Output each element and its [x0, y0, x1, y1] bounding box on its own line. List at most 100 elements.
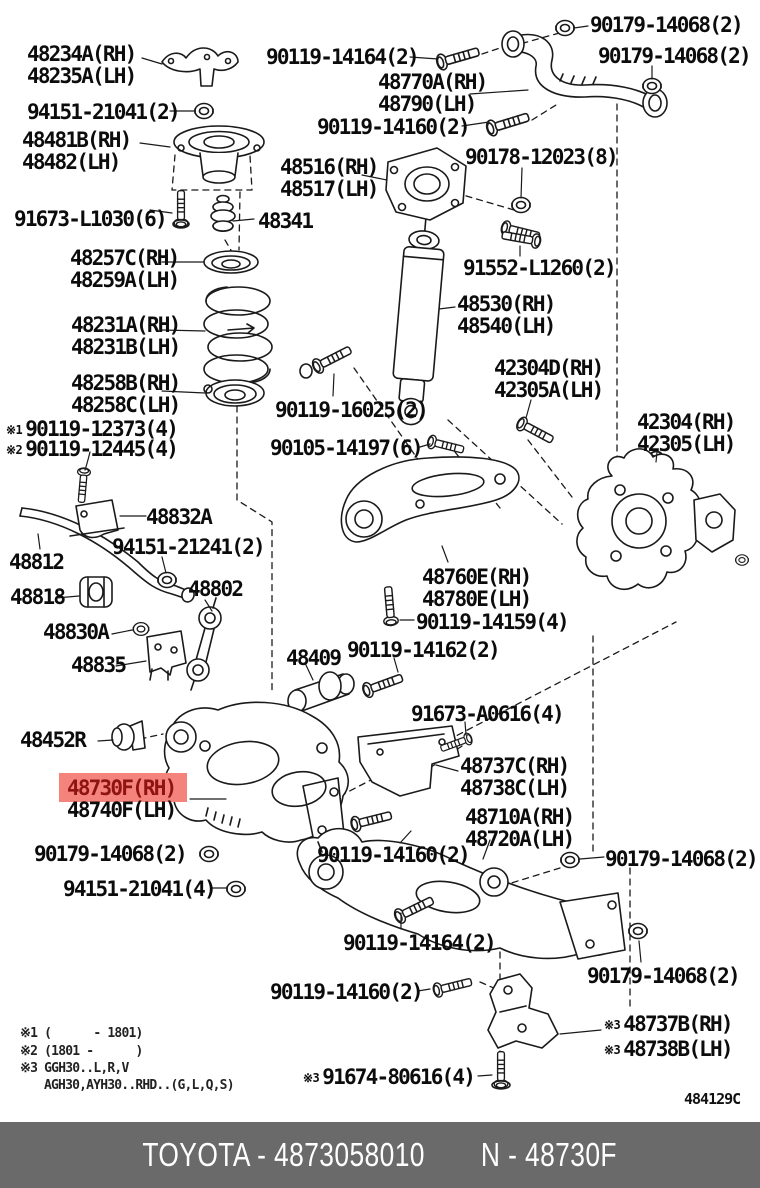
- part-number: 48812: [9, 550, 65, 574]
- part-label-90119-14164-top: 90119-14164(2): [266, 46, 420, 68]
- part-number: 48832A: [146, 505, 213, 529]
- part-label-90178-12023: 90178-12023(8): [465, 145, 619, 169]
- diagram-code: 484129C: [684, 1090, 741, 1108]
- part-label-91673-L1030: 91673-L1030(6): [14, 207, 168, 231]
- part-number: 42305(LH): [637, 432, 736, 456]
- cover-48737C: [357, 725, 460, 797]
- part-label-94151-21041-4: 94151-21041(4): [63, 877, 217, 901]
- part-label-48835: 48835: [71, 653, 127, 677]
- footer-bar: TOYOTA - 4873058010 N - 48730F: [0, 1122, 760, 1188]
- part-number: 48738C(LH): [460, 776, 570, 800]
- part-number: 91673-L1030(6): [14, 207, 168, 231]
- note-ref-marker: ※3: [303, 1071, 320, 1085]
- part-label-91552-L1260: 91552-L1260(2): [463, 256, 617, 280]
- note-ref-marker: ※2: [6, 443, 23, 457]
- part-number: 91673-A0616(4): [411, 702, 565, 726]
- part-label-90179-14068-a: 90179-14068(2): [590, 13, 744, 37]
- part-label-90119-14160-top: 90119-14160(2): [317, 115, 471, 139]
- part-label-48770A: 48770A(RH)48790(LH): [378, 71, 488, 115]
- part-label-48231A: 48231A(RH)48231B(LH): [71, 314, 181, 358]
- bushing-48452R: [111, 720, 146, 751]
- part-number: 48234A(RH): [27, 42, 137, 66]
- arm-48710A: [296, 827, 626, 960]
- part-label-48452R: 48452R: [20, 729, 87, 751]
- part-label-48802: 48802: [188, 577, 244, 601]
- part-number: 48737B(RH): [623, 1012, 733, 1036]
- pin-48409: [287, 671, 355, 713]
- part-number: 90179-14068(2): [605, 847, 759, 871]
- note-ref-marker: ※3: [604, 1043, 621, 1057]
- part-label-90119-14159: 90119-14159(4): [416, 610, 570, 634]
- part-number: 90119-14159(4): [416, 610, 570, 634]
- part-label-48737C: 48737C(RH)48738C(LH): [460, 755, 570, 800]
- part-label-42304: 42304(RH)42305(LH): [637, 410, 736, 456]
- trailing-arm-48760E: [340, 456, 520, 543]
- part-number: 48482(LH): [22, 150, 121, 174]
- part-label-48730F: 48730F(RH)48740F(LH): [59, 773, 188, 822]
- part-label-94151-21241: 94151-21241(2): [112, 535, 266, 559]
- part-label-48258B: 48258B(RH)48258C(LH): [71, 371, 181, 417]
- part-number: 94151-21041(2): [27, 100, 181, 124]
- part-number: 48760E(RH): [422, 565, 532, 589]
- leader-lines: [37, 25, 658, 1077]
- stabilizer-bushing-48818: [79, 576, 113, 608]
- footnote-4: AGH30,AYH30..RHD..(G,L,Q,S): [44, 1078, 235, 1093]
- part-number: 48780E(LH): [422, 587, 532, 611]
- part-number: 48258C(LH): [71, 393, 181, 417]
- part-number: 48516(RH): [280, 155, 379, 179]
- part-number: 90119-12373(4): [25, 417, 179, 441]
- stabilizer-bracket-48832A: [69, 466, 125, 539]
- part-number: 48481B(RH): [22, 128, 132, 152]
- part-number: 48259A(LH): [70, 268, 180, 292]
- part-number: 91552-L1260(2): [463, 256, 617, 280]
- suspension-support-48234A: [161, 47, 239, 87]
- part-label-90119-14164-bot: 90119-14164(2): [343, 932, 497, 954]
- stabilizer-link-48802: [186, 597, 222, 691]
- part-label-91673-A0616: 91673-A0616(4): [411, 702, 565, 726]
- part-number-highlighted: 48730F(RH): [59, 773, 188, 802]
- part-number: 48258B(RH): [71, 371, 181, 395]
- part-number: 48517(LH): [280, 177, 379, 201]
- part-number: 48740F(LH): [67, 798, 177, 822]
- part-number: 90105-14197(6): [270, 436, 424, 460]
- footer-reference-code: N - 48730F: [481, 1136, 618, 1173]
- part-label-90105-14197: 90105-14197(6): [270, 436, 424, 460]
- part-label-48530: 48530(RH)48540(LH): [457, 292, 556, 338]
- note-ref-marker: ※1: [6, 423, 23, 437]
- part-label-48234A: 48234A(RH)48235A(LH): [27, 42, 137, 88]
- part-label-48409: 48409: [286, 647, 342, 669]
- footer-text: TOYOTA - 4873058010 N - 48730F: [143, 1136, 618, 1174]
- part-number: 48540(LH): [457, 314, 556, 338]
- part-number: 90119-14160(2): [317, 115, 471, 139]
- part-label-90119-16025: 90119-16025(2): [275, 398, 429, 422]
- knuckle-42304: [576, 448, 749, 591]
- part-number: 48341: [258, 209, 314, 233]
- part-number: 94151-21241(2): [112, 535, 266, 559]
- part-number: 48235A(LH): [27, 64, 137, 88]
- note-ref-marker: ※3: [604, 1018, 621, 1032]
- part-label-90119-14160-bot: 90119-14160(2): [270, 981, 424, 1003]
- part-number: 48802: [188, 577, 244, 601]
- strut-mount-48481B: [173, 125, 265, 184]
- part-number: 48530(RH): [457, 292, 556, 316]
- bracket-48737B: [487, 973, 559, 1049]
- part-number: 90179-14068(2): [34, 842, 188, 866]
- part-label-48830A: 48830A: [43, 621, 110, 643]
- part-number: 42304(RH): [637, 410, 736, 434]
- shock-bracket-48516: [385, 147, 467, 221]
- part-number: 48835: [71, 653, 127, 677]
- part-number: 90119-16025(2): [275, 398, 429, 422]
- part-label-94151-21041-2: 94151-21041(2): [27, 100, 181, 124]
- part-label-48760E: 48760E(RH)48780E(LH): [422, 565, 532, 611]
- part-number: 94151-21041(4): [63, 877, 217, 901]
- part-label-48710A: 48710A(RH)48720A(LH): [465, 806, 575, 851]
- part-number: 90179-14068(2): [590, 13, 744, 37]
- part-label-48257C: 48257C(RH)48259A(LH): [70, 247, 180, 292]
- part-number: 42304D(RH): [494, 356, 604, 380]
- part-number: 48720A(LH): [465, 827, 575, 851]
- part-number: 90178-12023(8): [465, 145, 619, 169]
